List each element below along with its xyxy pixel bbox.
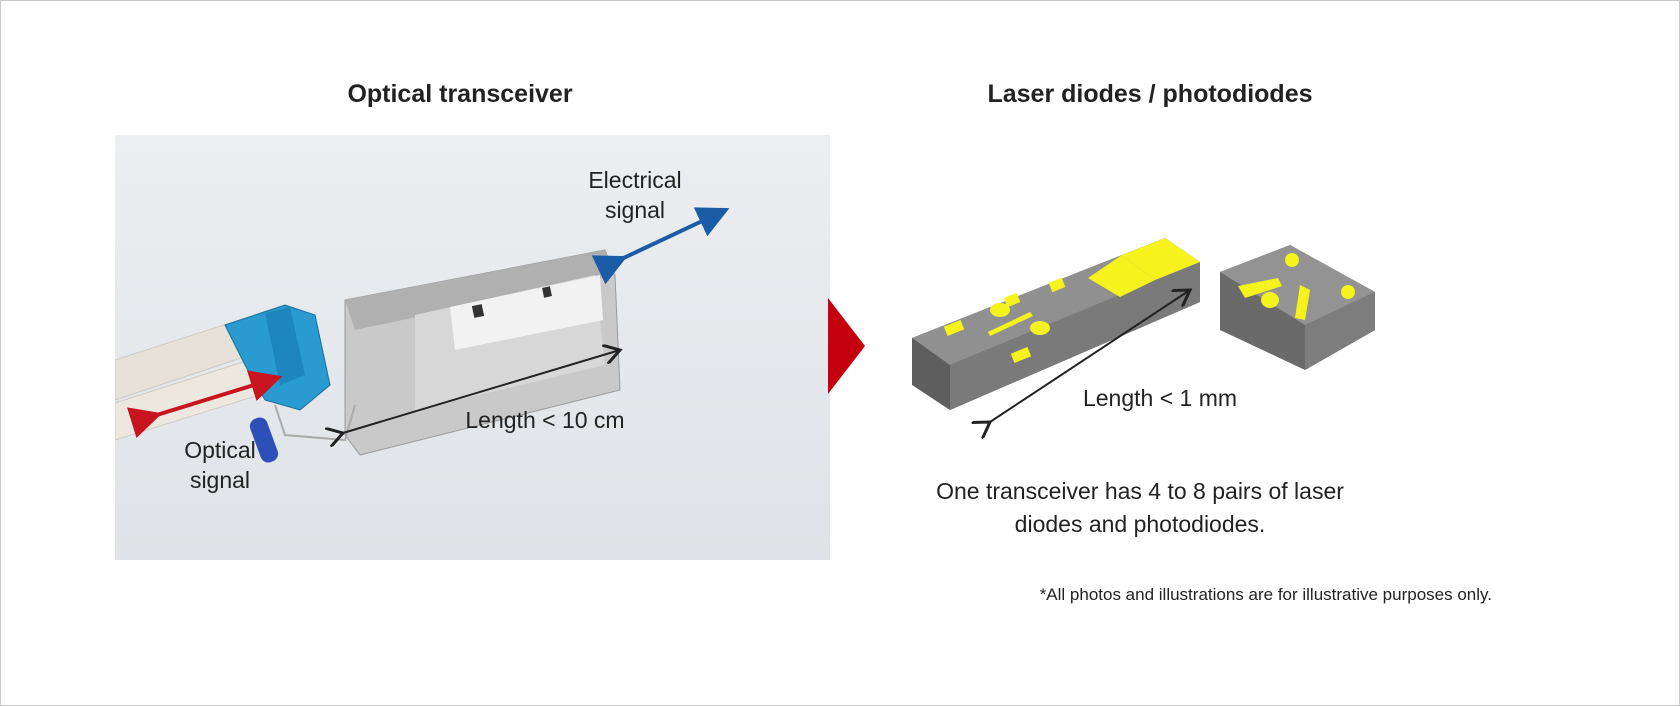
optical-signal-arrow [126, 370, 283, 439]
caption: One transceiver has 4 to 8 pairs of lase… [900, 475, 1380, 541]
transceiver-photo: Electrical signal Optical signal Length … [115, 135, 830, 560]
electrical-label-line1: Electrical [588, 167, 682, 193]
length-10cm-label: Length < 10 cm [465, 407, 625, 433]
caption-line1: One transceiver has 4 to 8 pairs of lase… [936, 478, 1344, 504]
optical-signal-label: Optical signal [155, 435, 285, 495]
optical-label-line1: Optical [184, 437, 256, 463]
electrical-signal-arrow [591, 207, 730, 285]
optical-label-line2: signal [189, 467, 251, 493]
length-1mm-label: Length < 1 mm [1082, 385, 1238, 411]
photodiode-chip [1220, 245, 1375, 370]
footnote: *All photos and illustrations are for il… [1039, 585, 1492, 604]
electrical-signal-label: Electrical signal [570, 165, 700, 225]
caption-line2: diodes and photodiodes. [1014, 511, 1266, 537]
laser-diodes-title: Laser diodes / photodiodes [987, 80, 1313, 108]
length-1mm-arrow [990, 290, 1190, 422]
signal-arrows [126, 207, 730, 560]
laser-diode-and-photodiode-illustration [912, 238, 1375, 440]
red-triangle-arrow-icon [828, 298, 865, 394]
optical-transceiver-title: Optical transceiver [347, 80, 573, 108]
electrical-label-line2: signal [604, 197, 666, 223]
length-10cm-arrow [343, 350, 620, 433]
